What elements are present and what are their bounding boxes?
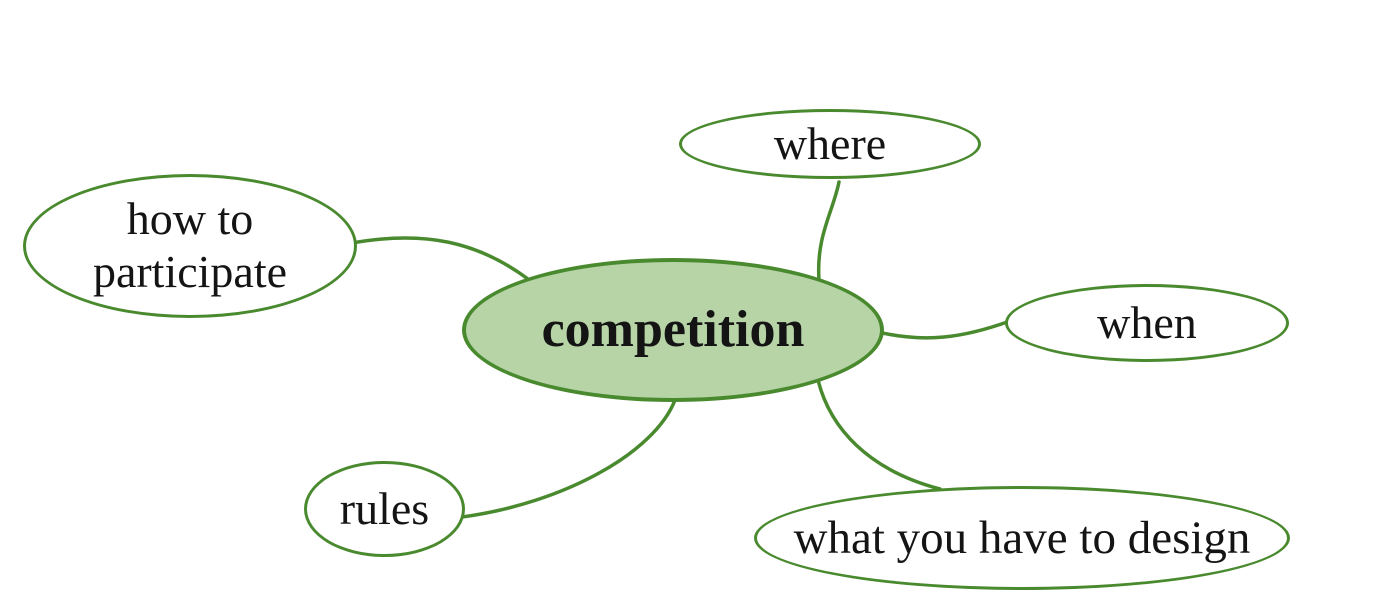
node-when: when: [1005, 284, 1289, 362]
node-where: where: [679, 109, 981, 179]
connector-competition-how-to-participate: [350, 236, 530, 281]
connector-competition-where: [816, 180, 841, 282]
node-rules: rules: [304, 461, 465, 557]
node-what-you-have-to-design: what you have to design: [754, 486, 1290, 590]
node-how-to-participate-label: how to participate: [92, 193, 288, 297]
connector-competition-rules: [460, 398, 677, 519]
node-when-label: when: [1097, 296, 1197, 348]
node-what-you-have-to-design-label: what you have to design: [793, 511, 1251, 564]
node-rules-label: rules: [339, 482, 430, 534]
connector-competition-when: [876, 319, 1012, 340]
node-where-label: where: [773, 117, 887, 169]
node-how-to-participate: how to participate: [23, 174, 357, 318]
node-competition-label: competition: [541, 301, 805, 359]
node-competition: competition: [462, 258, 884, 402]
connector-competition-what-you-have-to-design: [816, 378, 942, 491]
